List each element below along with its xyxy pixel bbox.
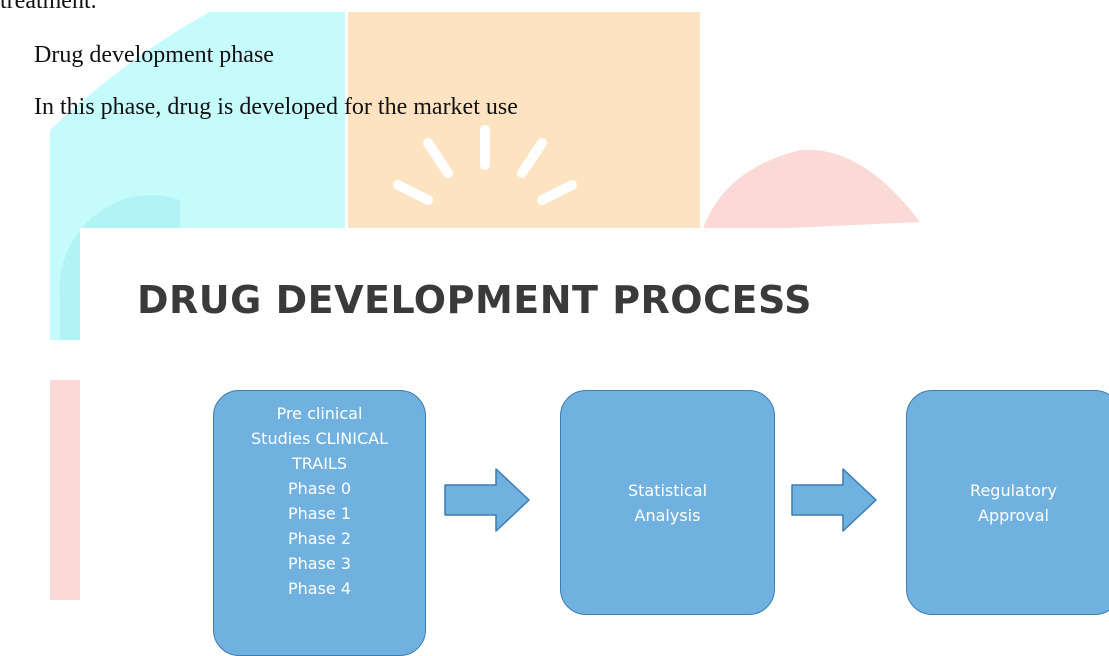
watermark-sun-icon <box>393 125 577 205</box>
step-text-line: Phase 1 <box>287 504 352 523</box>
step-text-line: Phase 3 <box>287 554 352 573</box>
step-text-line: TRAILS <box>292 454 347 473</box>
step-text-line: Statistical <box>627 480 708 500</box>
right-arrow-icon <box>791 468 877 532</box>
document-section-heading: Drug development phase <box>34 42 274 68</box>
step-text-line: Analysis <box>634 505 701 525</box>
step-text-line: Regulatory <box>970 480 1057 500</box>
process-step-regulatory-approval: Regulatory Approval <box>906 390 1109 615</box>
step-text-line: Pre clinical <box>276 404 363 423</box>
process-step-preclinical: Pre clinical Studies CLINICAL TRAILS Pha… <box>213 390 426 656</box>
right-arrow-icon <box>444 468 530 532</box>
watermark-pink-shape <box>702 149 920 232</box>
process-slide: DRUG DEVELOPMENT PROCESS Pre clinical St… <box>80 228 1109 656</box>
document-description: In this phase, drug is developed for the… <box>34 94 518 120</box>
step-text-line: Phase 2 <box>287 529 352 548</box>
slide-title: DRUG DEVELOPMENT PROCESS <box>137 278 812 322</box>
step-text-line: Studies CLINICAL <box>251 429 388 448</box>
step-text-line: Approval <box>978 505 1049 525</box>
document-top-line: treatment. <box>0 0 97 14</box>
step-text-line: Phase 0 <box>287 479 352 498</box>
process-step-statistical-analysis: Statistical Analysis <box>560 390 775 615</box>
step-text-line: Phase 4 <box>287 579 352 598</box>
